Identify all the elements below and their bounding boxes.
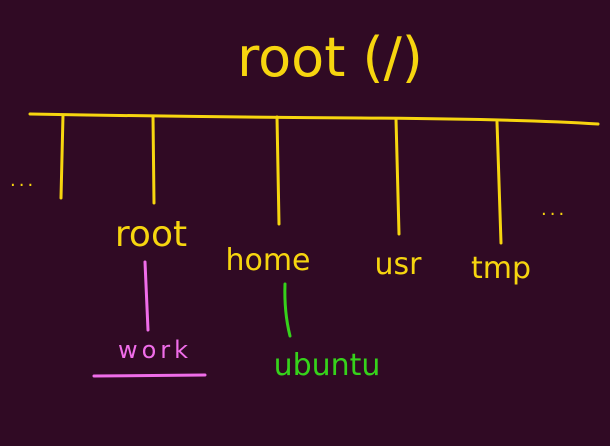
ellipsis-left: ... [10,170,36,191]
sub-branch-line-ubuntu [283,282,292,338]
ellipsis-right: ... [541,199,567,220]
branch-line-home [275,115,281,226]
root-title: root (/) [237,26,423,89]
dir-label-tmp: tmp [471,251,531,286]
branch-line-root [151,114,156,205]
branch-line-usr [394,117,401,236]
dir-label-root: root [115,214,187,255]
branch-line-unknown-left [59,113,65,200]
dir-label-usr: usr [375,247,423,282]
dir-label-home: home [225,243,310,278]
branch-line-tmp [495,120,503,245]
work-underline [92,373,207,378]
subdir-label-work: work [118,336,192,364]
subdir-label-ubuntu: ubuntu [274,348,381,383]
root-bus-line [28,112,600,126]
sub-branch-line-work [143,260,150,332]
